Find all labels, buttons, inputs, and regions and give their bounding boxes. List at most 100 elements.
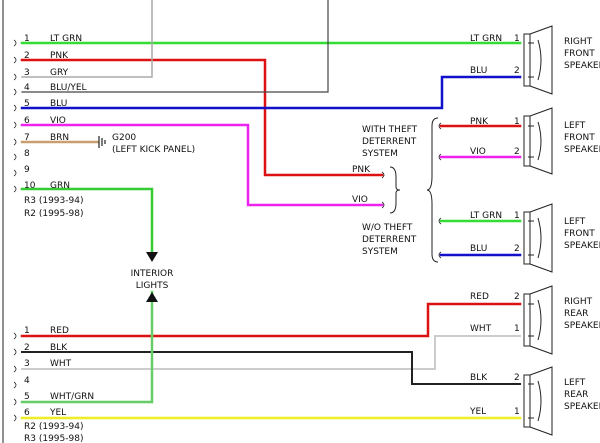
theft-terminals: [438, 122, 442, 259]
speaker-icon: [523, 285, 553, 355]
left-front-theft-wire-2-label: VIO: [470, 147, 486, 157]
connector-a-pin-9-num: 9: [24, 165, 30, 175]
connector-a-pin-4-color: BLU/YEL: [50, 83, 87, 93]
connector-b-pin-3-num: 3: [24, 359, 30, 369]
left-front-theft-pin-2: 2: [514, 147, 520, 157]
connector-b-ref-2: R3 (1995-98): [24, 434, 83, 443]
left-front-pin-2: 2: [514, 244, 520, 254]
left-front-theft-name-1: LEFT: [564, 121, 586, 131]
right-rear-pin-a: 2: [514, 292, 520, 302]
left-front-theft-wire-1-label: PNK: [470, 117, 489, 127]
connector-a-pin-3-color: GRY: [50, 68, 69, 78]
right-front-name-1: RIGHT: [564, 37, 593, 47]
theft-brace: [426, 117, 439, 263]
left-front-wire-1-label: LT GRN: [470, 211, 502, 221]
connector-a-pin-marks: [13, 39, 17, 193]
wires: [20, 0, 522, 420]
connector-a: 1 LT GRN 2 PNK 3 GRY 4 BLU/YEL 5 BLU 6 V…: [24, 34, 87, 219]
theft-without-line-3: SYSTEM: [362, 247, 398, 257]
left-front-name-2: FRONT: [564, 229, 595, 239]
theft-with-line-2: DETERRENT: [362, 137, 417, 147]
wire-gry: [21, 0, 153, 78]
right-rear-wire-2-label: WHT: [470, 324, 492, 334]
interior-lights-label-1: INTERIOR: [131, 269, 174, 279]
wire-red-right-rear: [20, 302, 522, 338]
theft-deterrent-junction: PNK VIO WITH THEFT DETERRENT SYSTEM W/O …: [352, 117, 442, 263]
left-rear-pin-a: 2: [514, 373, 520, 383]
ground-g200: G200 (LEFT KICK PANEL): [98, 133, 195, 155]
connector-b-pin-2-num: 2: [24, 343, 30, 353]
ground-icon: [98, 136, 106, 148]
right-rear-name-2: REAR: [564, 309, 588, 319]
connector-a-pin-1-color: LT GRN: [50, 34, 82, 44]
wire-wht-grn-interior-lights: [20, 290, 154, 404]
connector-b-pin-5-color: WHT/GRN: [50, 392, 94, 402]
speaker-icon: [523, 25, 553, 95]
left-front-theft-name-2: FRONT: [564, 133, 595, 143]
connector-a-pin-6-num: 6: [24, 116, 30, 126]
theft-without-line-1: W/O THEFT: [362, 223, 413, 233]
mid-wire-vio-label: VIO: [352, 195, 368, 205]
left-rear-pin-b: 1: [514, 407, 520, 417]
theft-with-line-3: SYSTEM: [362, 149, 398, 159]
left-front-theft-pin-1: 1: [514, 117, 520, 127]
connector-a-pin-5-color: BLU: [50, 99, 67, 109]
connector-b-pin-5-num: 5: [24, 392, 30, 402]
left-front-pin-1: 1: [514, 211, 520, 221]
connector-b-pin-6-color: YEL: [49, 408, 66, 418]
connector-a-pin-1-num: 1: [24, 34, 30, 44]
connector-b: 1 RED 2 BLK 3 WHT 4 5 WHT/GRN 6 YEL R2 (…: [24, 326, 94, 443]
wire-blk-left-rear: [21, 351, 521, 385]
left-rear-name-2: REAR: [564, 390, 588, 400]
right-front-name-2: FRONT: [564, 49, 595, 59]
connector-b-pin-3-color: WHT: [50, 359, 72, 369]
connector-b-pin-marks: [13, 332, 17, 422]
connector-a-pin-2-color: PNK: [50, 51, 69, 61]
wire-grn-interior-lights: [20, 187, 154, 254]
right-front-pin-1: 1: [514, 34, 520, 44]
connector-a-ref-1: R3 (1993-94): [24, 196, 83, 206]
arrow-up-icon: [146, 292, 158, 302]
left-rear-wire-2-label: YEL: [469, 407, 486, 417]
speaker-icon: [523, 366, 553, 436]
mid-vio-terminal: [381, 201, 385, 209]
right-front-wire-2-label: BLU: [470, 66, 487, 76]
arrow-down-icon: [146, 252, 158, 262]
ground-id: G200: [112, 133, 136, 143]
right-front-wire-1-label: LT GRN: [470, 34, 502, 44]
connector-a-pin-4-num: 4: [24, 83, 30, 93]
connector-a-pin-3-num: 3: [24, 68, 30, 78]
speaker-icon: [523, 107, 553, 175]
connector-a-pin-5-num: 5: [24, 99, 30, 109]
connector-a-pin-10-color: GRN: [50, 181, 70, 191]
mid-wire-pnk-label: PNK: [352, 165, 371, 175]
right-front-pin-2: 2: [514, 66, 520, 76]
wire-blu-right-front: [20, 75, 522, 110]
wire-vio-left-front: [20, 123, 384, 207]
connector-b-pin-2-color: BLK: [50, 343, 68, 353]
connector-a-pin-7-color: BRN: [50, 133, 69, 143]
connector-b-pin-6-num: 6: [24, 408, 30, 418]
connector-a-pin-7-num: 7: [24, 133, 30, 143]
connector-b-pin-1-color: RED: [50, 326, 69, 336]
mid-pnk-terminal: [381, 171, 385, 179]
connector-a-pin-6-color: VIO: [50, 116, 66, 126]
left-rear-wire-1-label: BLK: [470, 373, 488, 383]
right-rear-pin-b: 1: [514, 324, 520, 334]
connector-a-pin-2-num: 2: [24, 51, 30, 61]
connector-b-pin-4-num: 4: [24, 376, 30, 386]
mid-brace: [389, 166, 401, 214]
theft-with-line-1: WITH THEFT: [362, 125, 418, 135]
wire-wht-right-rear: [21, 335, 521, 370]
speaker-icon: [523, 203, 553, 273]
ground-location: (LEFT KICK PANEL): [112, 145, 195, 155]
